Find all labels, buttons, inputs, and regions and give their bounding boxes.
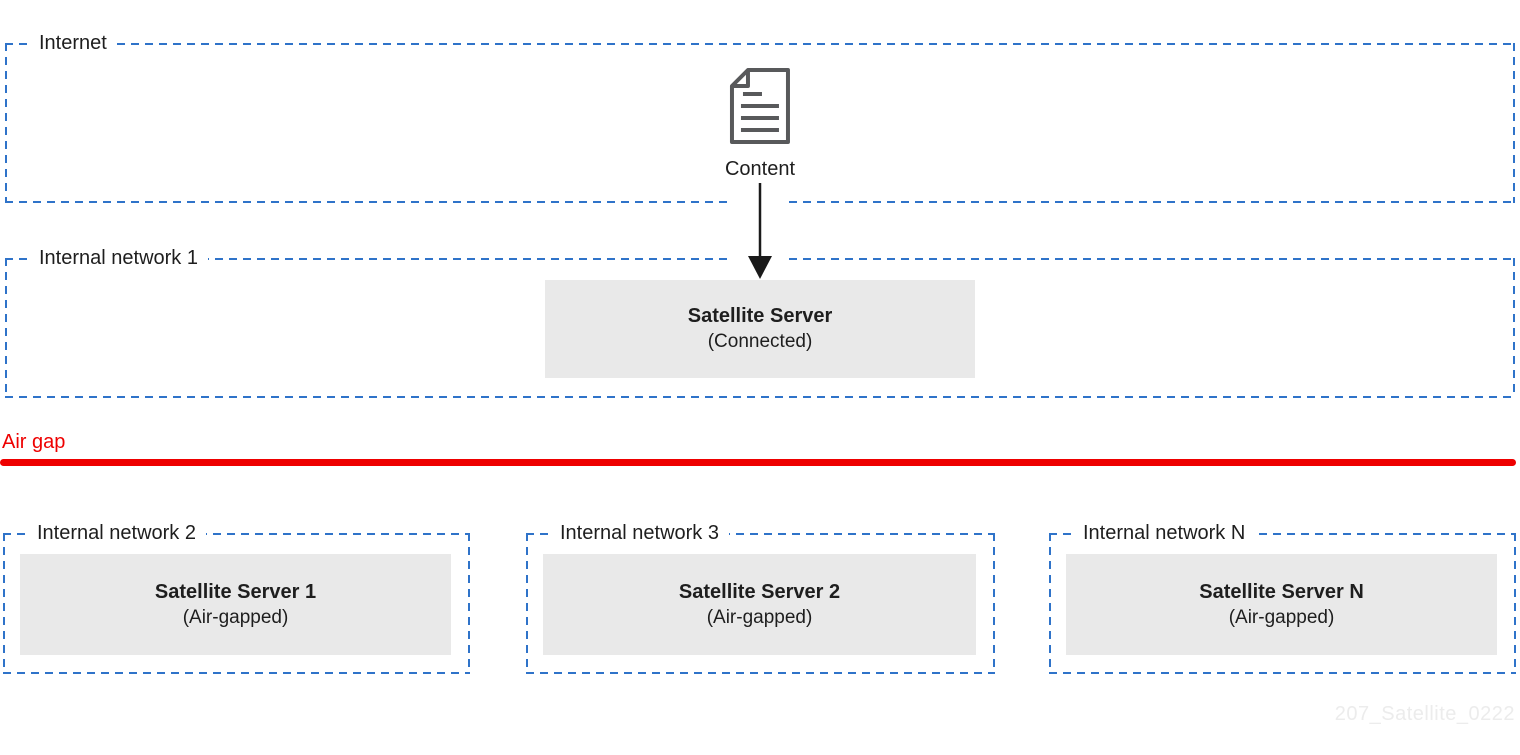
internal-network-1-label: Internal network 1 [29,245,208,271]
air-gap-line [0,459,1516,466]
server-status: (Air-gapped) [706,606,813,628]
satellite-server-connected: Satellite Server (Connected) [545,280,975,378]
content-node: Content [725,68,795,181]
satellite-server-n: Satellite Server N (Air-gapped) [1066,554,1497,655]
server-name: Satellite Server 1 [154,580,317,603]
satellite-server-1: Satellite Server 1 (Air-gapped) [20,554,451,655]
server-name: Satellite Server [687,305,833,327]
satellite-server-2: Satellite Server 2 (Air-gapped) [543,554,976,655]
server-status: (Air-gapped) [182,606,289,628]
server-name: Satellite Server N [1199,580,1364,603]
server-name: Satellite Server 2 [678,580,841,603]
internal-network-2-label: Internal network 2 [27,520,206,546]
internal-network-n-zone: Internal network N Satellite Server N (A… [1049,520,1516,674]
content-to-satellite-arrow-icon [748,183,772,279]
server-status: (Connected) [707,331,813,352]
internet-zone-label: Internet [29,30,117,56]
internet-zone: Internet Content [5,30,1515,203]
internal-network-3-label: Internal network 3 [550,520,729,546]
document-icon [730,68,790,144]
content-label: Content [724,158,796,180]
internal-network-n-label: Internal network N [1073,520,1256,546]
internal-network-1-zone: Internal network 1 Satellite Server (Con… [5,245,1515,398]
watermark: 207_Satellite_0222 [1334,703,1515,725]
internal-network-3-zone: Internal network 3 Satellite Server 2 (A… [526,520,995,674]
air-gap-label: Air gap [2,431,66,453]
server-status: (Air-gapped) [1228,606,1335,628]
internal-network-2-zone: Internal network 2 Satellite Server 1 (A… [3,520,470,674]
